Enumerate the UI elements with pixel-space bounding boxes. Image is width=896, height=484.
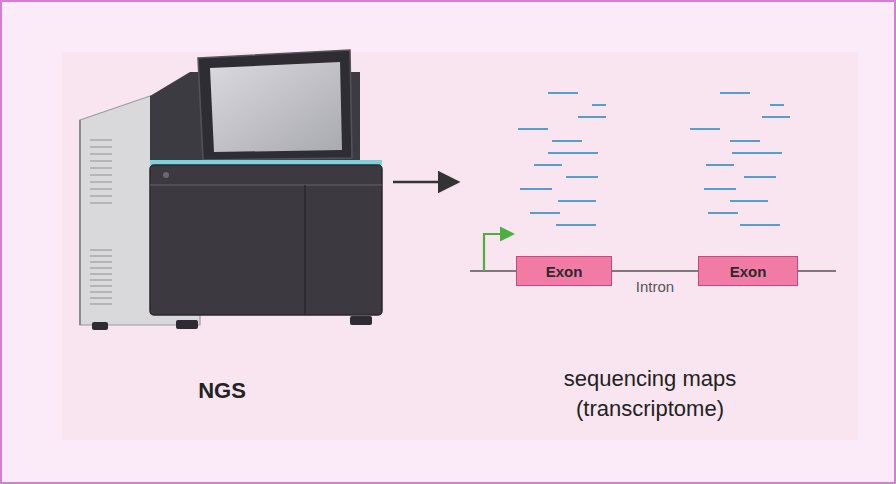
exon-label: Exon <box>730 263 767 280</box>
gene-line <box>470 270 520 272</box>
exon-box: Exon <box>698 256 798 286</box>
intron-line <box>612 270 698 272</box>
gene-line <box>795 270 836 272</box>
tss-arrow <box>484 234 512 271</box>
device-label: NGS <box>142 376 302 406</box>
process-arrow <box>393 181 456 184</box>
intron-label: Intron <box>636 278 674 295</box>
exon-box: Exon <box>516 256 612 286</box>
inner-card <box>62 52 858 440</box>
sequencer-machine <box>80 50 382 330</box>
exon-label: Exon <box>546 263 583 280</box>
sequencing-reads <box>518 93 790 225</box>
map-caption: sequencing maps (transcriptome) <box>550 364 750 424</box>
